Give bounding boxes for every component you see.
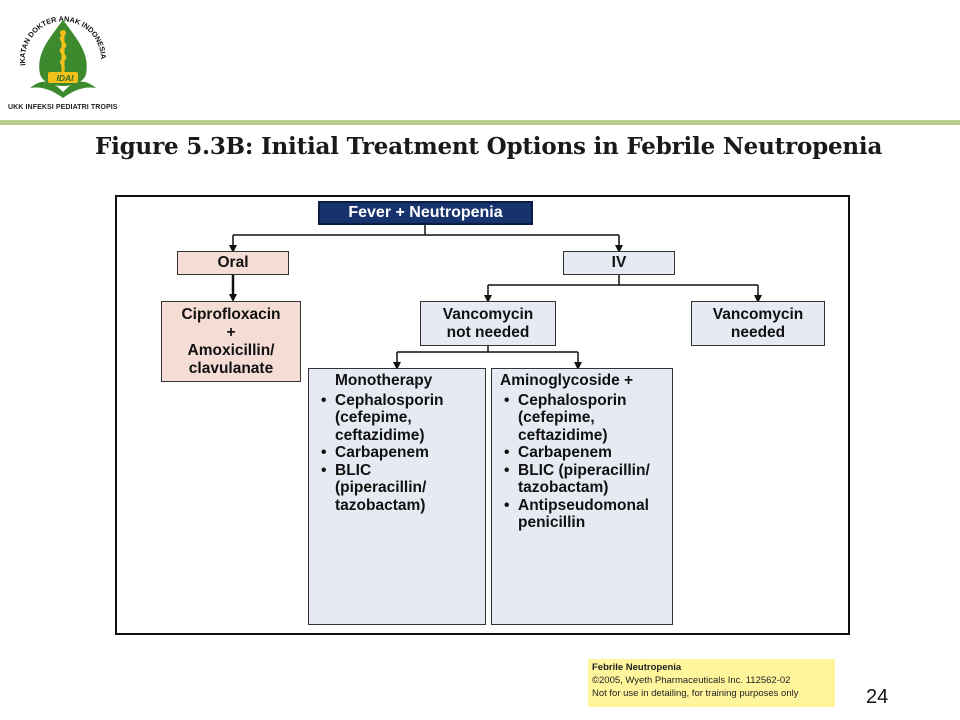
node-iv-label: IV — [611, 254, 627, 271]
node-vancomycin-not-needed: Vancomycin not needed — [420, 301, 556, 346]
node-cipro-line: Ciprofloxacin — [181, 305, 281, 323]
list-item-line: Antipseudomonal — [518, 496, 649, 514]
list-item-line: ceftazidime) — [518, 426, 608, 444]
copyright-caption: Febrile Neutropenia ©2005, Wyeth Pharmac… — [588, 659, 835, 707]
node-cipro-line: + — [226, 323, 236, 341]
list-item-line: tazobactam) — [518, 479, 609, 496]
bullet-icon: • — [504, 444, 510, 461]
list-item-line: BLIC (piperacillin/ — [518, 461, 650, 479]
bullet-icon: • — [504, 391, 510, 409]
list-item-line: tazobactam) — [335, 496, 426, 514]
node-vneed-line: needed — [730, 323, 786, 341]
bullet-icon: • — [321, 461, 327, 479]
list-item-line: BLIC — [335, 461, 372, 479]
header-rule — [0, 120, 960, 125]
list-item: • BLIC (piperacillin/ tazobactam) — [498, 462, 666, 497]
idai-logo: IKATAN DOKTER ANAK INDONESIA IDAI — [8, 6, 116, 116]
monotherapy-title: Monotherapy — [335, 372, 433, 389]
list-item-line: (cefepime, — [518, 409, 595, 426]
node-ciprofloxacin-amoxicillin: Ciprofloxacin + Amoxicillin/ clavulanate — [161, 301, 301, 382]
list-item: • Cephalosporin (cefepime, ceftazidime) — [498, 392, 666, 445]
node-vancomycin-needed: Vancomycin needed — [691, 301, 825, 346]
diagram-frame — [115, 195, 850, 635]
caption-title: Febrile Neutropenia — [592, 662, 682, 673]
list-item-line: (cefepime, — [335, 409, 412, 426]
list-item-line: Carbapenem — [518, 444, 612, 461]
list-item: • Carbapenem — [498, 444, 666, 462]
list-item: • Cephalosporin (cefepime, ceftazidime) — [315, 392, 479, 445]
bullet-icon: • — [321, 444, 327, 461]
node-vnot-line: Vancomycin — [442, 305, 534, 323]
bullet-icon: • — [504, 461, 510, 479]
node-cipro-line: clavulanate — [188, 359, 274, 377]
node-fever-label: Fever + Neutropenia — [348, 204, 503, 221]
node-cipro-line: Amoxicillin/ — [187, 341, 275, 359]
node-aminoglycoside: Aminoglycoside + • Cephalosporin (cefepi… — [491, 368, 673, 625]
bullet-icon: • — [321, 391, 327, 409]
figure-title: Figure 5.3B: Initial Treatment Options i… — [95, 133, 883, 160]
list-item-line: Carbapenem — [335, 444, 429, 461]
aminoglycoside-title: Aminoglycoside + — [500, 372, 634, 389]
page-number: 24 — [866, 686, 889, 708]
list-item: • BLIC (piperacillin/ tazobactam) — [315, 462, 479, 515]
list-item-line: (piperacillin/ — [335, 479, 427, 496]
caption-line: Not for use in detailing, for training p… — [592, 688, 799, 699]
node-oral: Oral — [177, 251, 289, 275]
node-vneed-line: Vancomycin — [712, 305, 804, 323]
node-oral-label: Oral — [217, 254, 249, 271]
logo-caption: UKK INFEKSI PEDIATRI TROPIS — [8, 104, 118, 111]
node-vnot-line: not needed — [446, 323, 530, 341]
caption-line: ©2005, Wyeth Pharmaceuticals Inc. 112562… — [592, 675, 791, 686]
list-item-line: ceftazidime) — [335, 426, 425, 444]
list-item: • Carbapenem — [315, 444, 479, 462]
logo-badge-text: IDAI — [56, 73, 74, 83]
node-fever-neutropenia: Fever + Neutropenia — [318, 201, 533, 225]
node-iv: IV — [563, 251, 675, 275]
list-item-line: Cephalosporin — [518, 391, 627, 409]
list-item-line: Cephalosporin — [335, 391, 444, 409]
list-item-line: penicillin — [518, 514, 586, 531]
node-monotherapy: Monotherapy • Cephalosporin (cefepime, c… — [308, 368, 486, 625]
bullet-icon: • — [504, 496, 510, 514]
list-item: • Antipseudomonal penicillin — [498, 497, 666, 532]
